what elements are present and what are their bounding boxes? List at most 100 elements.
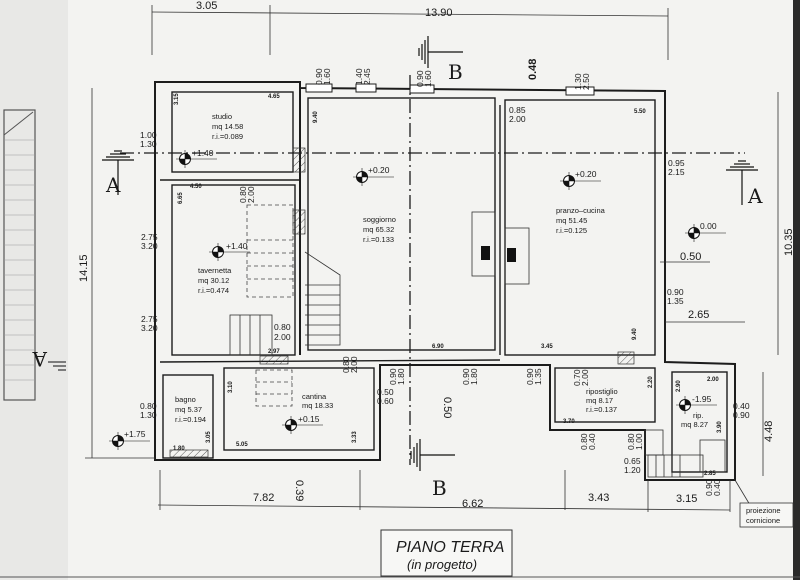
svg-text:studio: studio	[212, 112, 232, 121]
svg-text:cantina: cantina	[302, 392, 327, 401]
svg-text:0.85: 0.85	[509, 105, 526, 115]
dimension-labels: 3.05 13.90 0.48 0.90 1.60 1.40 2.45 0.90…	[78, 0, 795, 510]
svg-text:2.00: 2.00	[509, 114, 526, 124]
svg-text:0.40: 0.40	[712, 479, 722, 496]
svg-text:1.60: 1.60	[322, 68, 332, 85]
svg-text:B: B	[448, 60, 463, 84]
svg-text:0.90: 0.90	[733, 410, 750, 420]
svg-text:9.40: 9.40	[632, 328, 638, 340]
svg-text:0.90: 0.90	[525, 368, 535, 385]
svg-text:0.40: 0.40	[587, 433, 597, 450]
svg-text:A: A	[105, 173, 121, 197]
level-marker: +1.40	[175, 148, 218, 169]
svg-text:0.39: 0.39	[293, 480, 305, 501]
level-marker: -1.95	[675, 394, 718, 415]
svg-text:r.i.=0.125: r.i.=0.125	[556, 226, 587, 235]
svg-text:cornicione: cornicione	[746, 516, 780, 525]
svg-text:soggiorno: soggiorno	[363, 215, 396, 224]
svg-text:proiezione: proiezione	[746, 506, 781, 515]
svg-text:r.i.=0.137: r.i.=0.137	[586, 405, 617, 414]
svg-text:0.80: 0.80	[579, 433, 589, 450]
level-marker: 0.00	[684, 221, 727, 243]
svg-text:+1.40: +1.40	[192, 148, 214, 158]
svg-text:0.50: 0.50	[680, 251, 701, 263]
svg-text:r.i.=0.474: r.i.=0.474	[198, 286, 229, 295]
svg-text:3.10: 3.10	[228, 381, 234, 393]
svg-text:0.70: 0.70	[572, 369, 582, 386]
svg-text:1.35: 1.35	[533, 368, 543, 385]
svg-text:2.65: 2.65	[688, 309, 709, 321]
section-marker-a-right: A	[725, 160, 763, 208]
scan-edge	[793, 0, 800, 580]
svg-text:2.85: 2.85	[704, 471, 716, 477]
svg-text:0.80: 0.80	[238, 186, 248, 203]
svg-text:-1.95: -1.95	[692, 394, 712, 404]
hatched-walls	[169, 147, 635, 458]
svg-text:2.45: 2.45	[362, 68, 372, 85]
svg-text:4.65: 4.65	[268, 94, 280, 100]
level-marker: +0.20	[559, 169, 602, 191]
section-marker-a-left: A	[101, 150, 135, 197]
section-marker-a-far-left: A	[32, 347, 66, 371]
svg-text:mq 65.32: mq 65.32	[363, 225, 394, 234]
svg-text:2.20: 2.20	[648, 376, 654, 388]
svg-text:mq 18.33: mq 18.33	[302, 401, 333, 410]
wall	[159, 359, 501, 363]
svg-text:3.15: 3.15	[174, 93, 180, 105]
room-pranzo-cucina	[504, 99, 656, 356]
svg-text:1.30: 1.30	[573, 73, 583, 90]
svg-text:0.80: 0.80	[626, 433, 636, 450]
svg-text:0.90: 0.90	[388, 368, 398, 385]
svg-text:+0.15: +0.15	[298, 414, 320, 424]
svg-text:0.90: 0.90	[461, 368, 471, 385]
svg-text:ripostiglio: ripostiglio	[586, 387, 618, 396]
svg-text:1.80: 1.80	[396, 368, 406, 385]
svg-text:1.80: 1.80	[469, 368, 479, 385]
svg-text:0.95: 0.95	[668, 158, 685, 168]
svg-text:4.48: 4.48	[763, 421, 775, 442]
svg-text:r.i.=0.194: r.i.=0.194	[175, 415, 206, 424]
level-marker: +1.40	[208, 241, 251, 262]
svg-text:2.15: 2.15	[668, 167, 685, 177]
svg-text:mq 8.17: mq 8.17	[586, 396, 613, 405]
room-label-tavernetta: tavernetta mq 30.12 r.i.=0.474	[198, 266, 232, 295]
fireplace	[471, 211, 530, 285]
svg-text:3.05: 3.05	[206, 431, 212, 443]
svg-text:0.80: 0.80	[140, 401, 157, 411]
svg-text:+0.20: +0.20	[368, 165, 390, 175]
svg-text:0.90: 0.90	[667, 287, 684, 297]
svg-text:1.80: 1.80	[173, 446, 185, 452]
svg-text:6.90: 6.90	[432, 344, 444, 350]
section-marker-b-bottom: B	[410, 438, 456, 500]
svg-text:5.50: 5.50	[634, 109, 646, 115]
title-main: PIANO TERRA	[396, 539, 504, 556]
level-marker: +1.75	[108, 429, 151, 451]
room-label-rip: rip. mq 8.27	[681, 411, 708, 429]
room-label-bagno: bagno mq 5.37 r.i.=0.194	[175, 395, 206, 424]
svg-text:3.05: 3.05	[196, 0, 217, 12]
svg-text:2.00: 2.00	[707, 377, 719, 383]
svg-text:0.90: 0.90	[704, 479, 714, 496]
svg-text:3.20: 3.20	[141, 241, 158, 251]
svg-text:mq 5.37: mq 5.37	[175, 405, 202, 414]
svg-text:mq 30.12: mq 30.12	[198, 276, 229, 285]
svg-text:1.60: 1.60	[423, 70, 433, 87]
svg-text:2.97: 2.97	[268, 349, 280, 355]
room-cantina	[223, 367, 375, 451]
adjacent-stair-sketch	[3, 109, 36, 401]
room-rip	[671, 371, 728, 473]
room-bagno	[162, 374, 214, 459]
svg-text:0.40: 0.40	[733, 401, 750, 411]
title-sub: (in progetto)	[407, 557, 477, 572]
svg-text:0.50: 0.50	[441, 397, 453, 418]
svg-text:mq 14.58: mq 14.58	[212, 122, 243, 131]
svg-text:A: A	[747, 184, 763, 208]
svg-text:3.90: 3.90	[717, 421, 723, 433]
svg-text:3.33: 3.33	[352, 431, 358, 443]
svg-text:3.15: 3.15	[676, 493, 697, 505]
svg-text:7.82: 7.82	[253, 492, 274, 504]
svg-text:6.65: 6.65	[178, 192, 184, 204]
svg-text:1.00: 1.00	[634, 433, 644, 450]
svg-text:r.i.=0.089: r.i.=0.089	[212, 132, 243, 141]
